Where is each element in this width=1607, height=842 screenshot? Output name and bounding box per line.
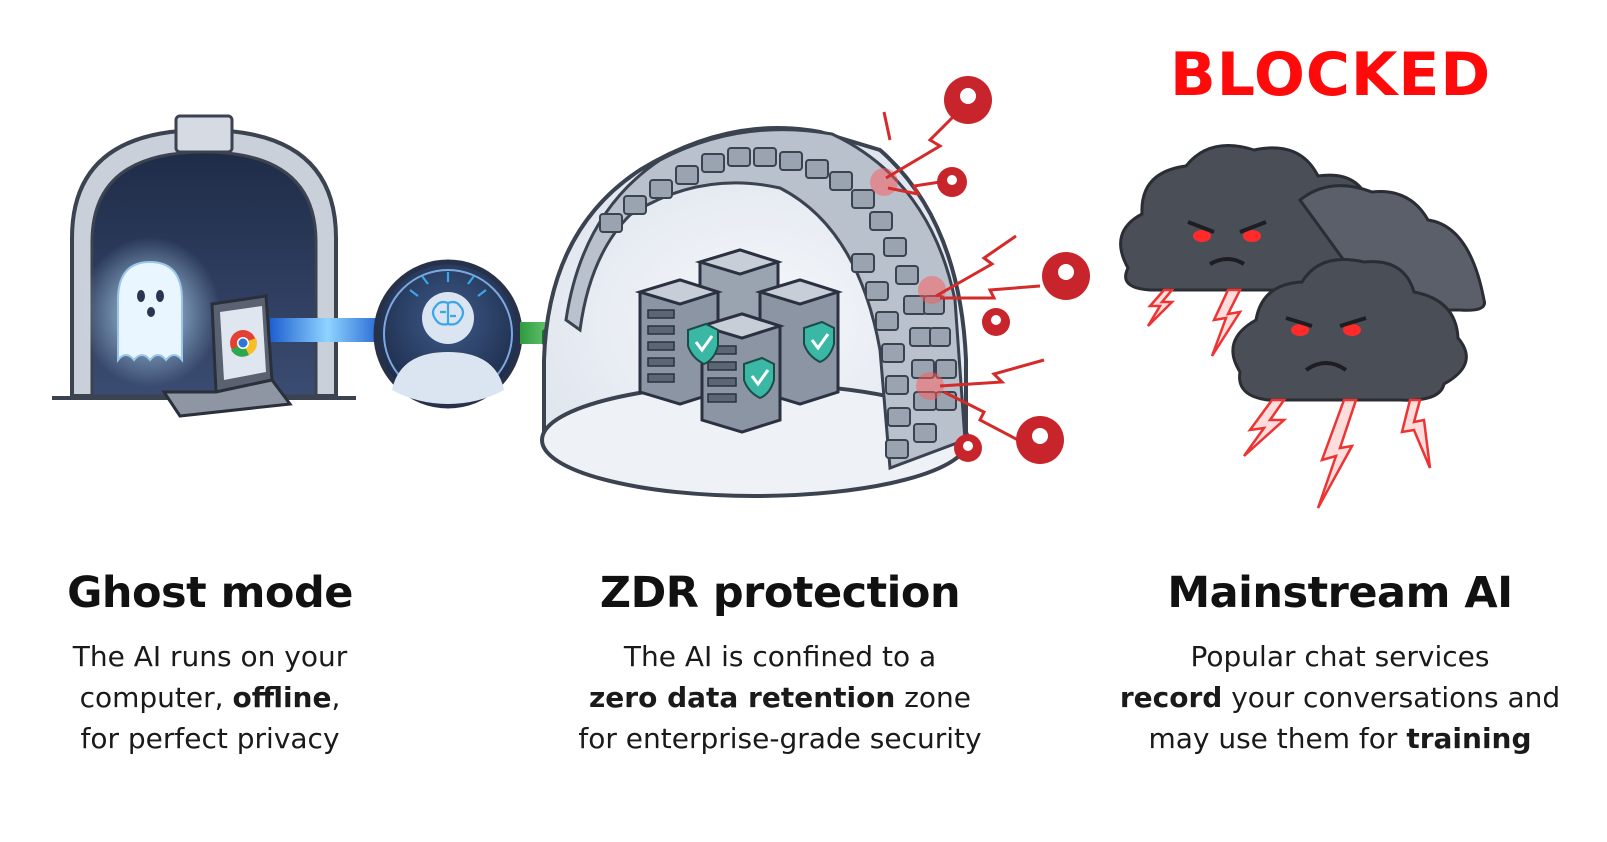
zdr-protection-panel: ZDR protection The AI is confined to a z… bbox=[520, 568, 1040, 759]
description-text: zone bbox=[895, 681, 971, 714]
description-line: Popular chat services bbox=[1190, 640, 1490, 673]
description-text: , bbox=[331, 681, 341, 714]
privacy-illustration bbox=[52, 76, 1486, 509]
panel-title: ZDR protection bbox=[599, 568, 961, 618]
brain-avatar-icon bbox=[373, 259, 523, 409]
description-emphasis: offline bbox=[232, 681, 332, 714]
description-line: for perfect privacy bbox=[80, 722, 340, 755]
description-text: may use them for bbox=[1148, 722, 1407, 755]
description-text: your conversations and bbox=[1222, 681, 1561, 714]
ghost-icon bbox=[80, 237, 220, 387]
blocked-label: BLOCKED bbox=[1170, 40, 1492, 110]
lightning-icon bbox=[1146, 288, 1432, 509]
panel-description: The AI runs on your computer, offline, f… bbox=[0, 636, 470, 759]
tunnel-beam bbox=[270, 318, 385, 342]
laptop-icon bbox=[161, 294, 293, 418]
panel-title: Ghost mode bbox=[67, 568, 353, 618]
panel-description: Popular chat services record your conver… bbox=[1080, 636, 1600, 759]
skull-icon bbox=[937, 76, 1090, 464]
ghost-mode-panel: Ghost mode The AI runs on your computer,… bbox=[0, 568, 470, 759]
lightning-icon bbox=[882, 110, 1045, 442]
mainstream-ai-panel: Mainstream AI Popular chat services reco… bbox=[1080, 568, 1600, 759]
chrome-icon bbox=[230, 330, 257, 357]
storm-cloud-icon bbox=[1119, 144, 1486, 402]
panel-title: Mainstream AI bbox=[1167, 568, 1513, 618]
description-emphasis: zero data retention bbox=[588, 681, 896, 714]
description-line: for enterprise-grade security bbox=[578, 722, 982, 755]
shield-check-icon bbox=[687, 320, 835, 400]
description-line: The AI is confined to a bbox=[623, 640, 937, 673]
description-emphasis: training bbox=[1406, 722, 1532, 755]
description-emphasis: record bbox=[1119, 681, 1223, 714]
description-text: computer, bbox=[79, 681, 233, 714]
panel-description: The AI is confined to a zero data retent… bbox=[520, 636, 1040, 759]
description-line: The AI runs on your bbox=[72, 640, 348, 673]
server-rack-icon bbox=[634, 248, 843, 434]
